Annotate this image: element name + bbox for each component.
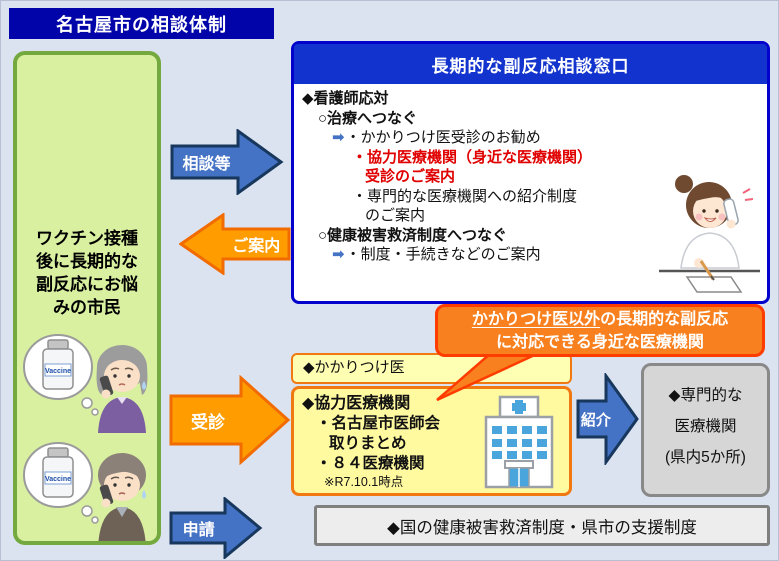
- cooperating-institutions-box: ◆協力医療機関 ・名古屋市医師会 取りまとめ ・８４医療機関 ※R7.10.1時…: [291, 386, 572, 496]
- arrow-consult: 相談等: [170, 129, 284, 195]
- consult-line-family-doctor: ➡・かかりつけ医受診のお勧め: [332, 129, 541, 146]
- consult-line-procedures: ➡・制度・手続きなどのご案内: [332, 246, 541, 263]
- consult-line-coop-1: ・協力医療機関（身近な医療機関）: [352, 148, 593, 166]
- nurse-illustration: [659, 175, 760, 293]
- phone-icon: [99, 375, 114, 397]
- vaccine-label: Vaccine: [45, 476, 71, 483]
- consult-line-treatment: ○治療へつなぐ: [318, 109, 418, 127]
- callout-tail: [436, 352, 540, 402]
- right-arrow-icon: ➡: [332, 129, 345, 146]
- arrow-referral: 紹介: [576, 373, 640, 465]
- right-arrow-icon: ➡: [332, 246, 345, 263]
- worried-man-illustration: Vaccine: [23, 442, 146, 541]
- citizen-line: 副反応にお悩: [36, 275, 138, 294]
- elderly-woman: [96, 345, 148, 433]
- elderly-man: [98, 453, 146, 541]
- specialist-line-2: 医療機関: [674, 418, 737, 435]
- arrow-guide-label: ご案内: [232, 238, 281, 255]
- page-title: 名古屋市の相談体制: [9, 8, 274, 39]
- family-doctor-label: ◆かかりつけ医: [303, 359, 405, 376]
- arrow-apply-label: 申請: [182, 522, 215, 539]
- citizen-box: ワクチン接種 後に長期的な 副反応にお悩 みの市民 Vaccine: [13, 51, 161, 545]
- paper-icon: [685, 276, 743, 293]
- arrow-consult-label: 相談等: [182, 156, 231, 173]
- specialist-institutions-box: ◆専門的な 医療機関 (県内5か所): [641, 363, 770, 497]
- arrow-visit-label: 受診: [191, 412, 226, 432]
- support-systems-box: ◆国の健康被害救済制度・県市の支援制度: [314, 505, 770, 546]
- callout-line-1: かかりつけ医以外の長期的な副反応: [471, 311, 729, 328]
- vaccine-vial-icon: Vaccine: [42, 339, 74, 390]
- citizen-box-label: ワクチン接種 後に長期的な 副反応にお悩 みの市民: [17, 227, 157, 319]
- arrow-visit: 受診: [169, 375, 291, 465]
- consult-line-coop-2: 受診のご案内: [365, 168, 456, 185]
- consult-window-content: ◆看護師応対 ○治療へつなぐ ➡・かかりつけ医受診のお勧め ・協力医療機関（身近…: [294, 84, 767, 265]
- consult-line-nurse: ◆看護師応対: [302, 90, 389, 107]
- coop-item-association-2: 取りまとめ: [329, 435, 407, 452]
- phone-icon: [99, 484, 114, 506]
- arrow-referral-label: 紹介: [580, 411, 611, 429]
- worried-woman-illustration: Vaccine: [23, 334, 148, 433]
- coop-item-count: ・８４医療機関: [316, 455, 425, 472]
- specialist-line-1: ◆専門的な: [668, 387, 743, 404]
- citizen-line: ワクチン接種: [36, 229, 138, 248]
- callout-nearby-institutions: かかりつけ医以外の長期的な副反応 に対応できる身近な医療機関: [435, 304, 765, 357]
- consult-window: 長期的な副反応相談窓口 ◆看護師応対 ○治療へつなぐ ➡・かかりつけ医受診のお勧…: [291, 41, 770, 304]
- support-systems-label: ◆国の健康被害救済制度・県市の支援制度: [387, 518, 697, 537]
- arrow-apply: 申請: [169, 497, 263, 559]
- consult-window-title: 長期的な副反応相談窓口: [294, 44, 767, 84]
- coop-item-association: ・名古屋市医師会: [316, 415, 441, 432]
- consult-line-relief: ○健康被害救済制度へつなぐ: [318, 226, 508, 244]
- callout-line-2: に対応できる身近な医療機関: [496, 334, 704, 351]
- hospital-icon: [484, 395, 554, 489]
- coop-box-note: ※R7.10.1時点: [324, 475, 404, 489]
- arrow-guide: ご案内: [179, 213, 291, 275]
- vaccine-label: Vaccine: [45, 368, 71, 375]
- consult-line-specialist-1: ・専門的な医療機関への紹介制度: [352, 187, 578, 205]
- citizen-line: みの市民: [53, 298, 121, 317]
- specialist-line-3: (県内5か所): [665, 449, 746, 466]
- consult-line-specialist-2: のご案内: [365, 207, 426, 224]
- citizen-line: 後に長期的な: [36, 252, 138, 271]
- ring-sparkle-icon: [742, 188, 754, 201]
- coop-box-title: ◆協力医療機関: [302, 395, 411, 412]
- vaccine-vial-icon: Vaccine: [42, 447, 74, 498]
